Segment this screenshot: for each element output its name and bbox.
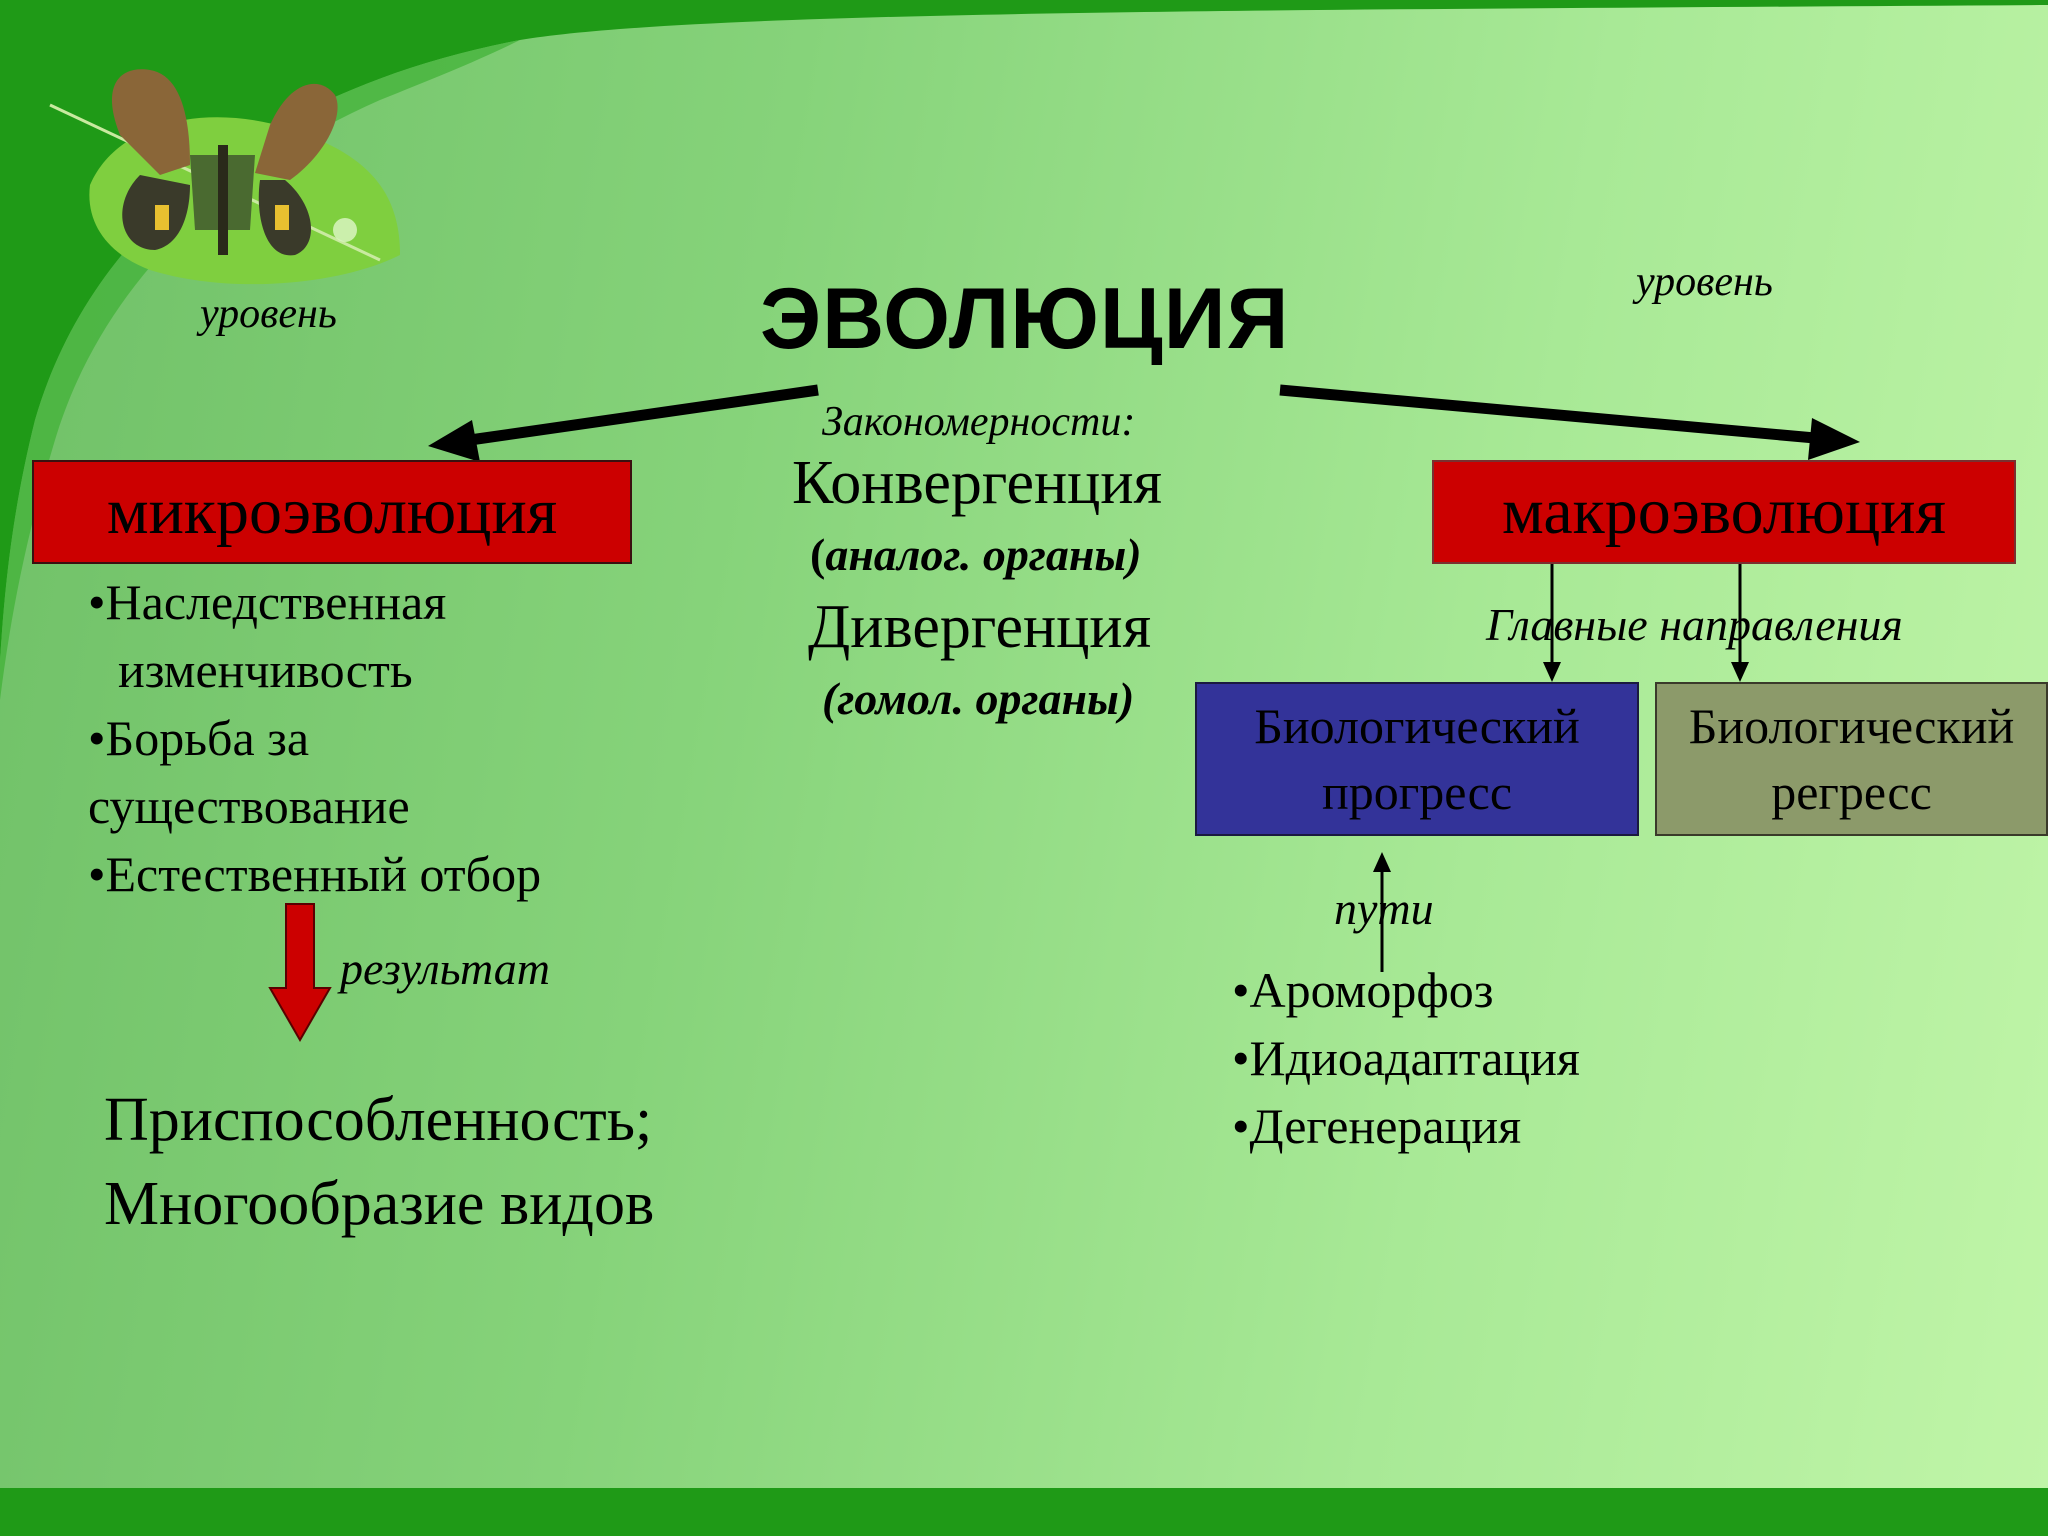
arrow-to-micro: [469, 384, 819, 446]
factor-struggle: •Борьба за: [88, 710, 310, 766]
convergence-note: (аналог. органы): [810, 528, 1142, 581]
path-aromorphosis: •Ароморфоз: [1232, 962, 1494, 1018]
microevolution-label: микроэволюция: [106, 475, 558, 548]
path-idioadaptation: •Идиоадаптация: [1232, 1030, 1580, 1086]
factor-selection: •Естественный отбор: [88, 846, 542, 902]
divergence-label: Дивергенция: [808, 593, 1152, 661]
factor-heredity-cont: изменчивость: [88, 636, 541, 704]
factor-struggle-cont-text: существование: [88, 778, 410, 834]
title-arrows: [428, 384, 1860, 462]
result-fitness: Приспособленность;: [104, 1086, 653, 1154]
path-aromorphosis-text: Ароморфоз: [1249, 962, 1494, 1018]
macro-paths: •Ароморфоз •Идиоадаптация •Дегенерация: [1232, 956, 1580, 1160]
butterfly-leaf-icon: [49, 69, 400, 285]
result-label: результат: [340, 943, 551, 994]
page-title: ЭВОЛЮЦИЯ: [760, 271, 1290, 367]
convergence-note-paren: (: [810, 529, 826, 580]
regress-line-1: Биологический: [1688, 698, 2015, 754]
factor-selection-text: Естественный отбор: [105, 846, 542, 902]
factor-heredity-text: Наследственная: [105, 574, 447, 630]
progress-line-1: Биологический: [1254, 698, 1580, 754]
result-diversity: Многообразие видов: [104, 1170, 655, 1238]
result-arrow: [268, 903, 332, 1043]
arrow-to-micro-head: [428, 420, 480, 462]
microevolution-box: микроэволюция: [32, 460, 632, 564]
regress-line-2: регресс: [1771, 764, 1932, 820]
path-degeneration-text: Дегенерация: [1249, 1098, 1522, 1154]
paths-label: пути: [1334, 883, 1434, 934]
main-directions-label: Главные направления: [1486, 599, 1903, 650]
macroevolution-box: макроэволюция: [1432, 460, 2016, 564]
factor-struggle-text: Борьба за: [105, 710, 310, 766]
micro-factors: •Наследственная изменчивость •Борьба за …: [88, 568, 541, 908]
convergence-label: Конвергенция: [792, 449, 1163, 517]
biological-regress-box: Биологический регресс: [1655, 682, 2048, 836]
factor-heredity: •Наследственная: [88, 574, 447, 630]
factor-struggle-cont: существование: [88, 772, 541, 840]
micro-results: Приспособленность; Многообразие видов: [104, 1078, 654, 1246]
progress-line-2: прогресс: [1321, 764, 1513, 820]
level-right-label: уровень: [1636, 259, 1773, 305]
factor-heredity-cont-text: изменчивость: [118, 642, 413, 698]
regularities-heading: Закономерности:: [822, 399, 1136, 445]
biological-progress-box: Биологический прогресс: [1195, 682, 1639, 836]
path-degeneration: •Дегенерация: [1232, 1098, 1522, 1154]
level-left-label: уровень: [200, 291, 337, 337]
macro-connectors: [1373, 564, 1749, 972]
path-idioadaptation-text: Идиоадаптация: [1249, 1030, 1580, 1086]
arrow-to-macro-head: [1808, 418, 1860, 460]
macroevolution-label: макроэволюция: [1502, 475, 1946, 548]
divergence-note: (гомол. органы): [822, 673, 1135, 724]
arrow-to-macro: [1279, 384, 1816, 444]
convergence-note-text: аналог. органы): [825, 529, 1142, 580]
